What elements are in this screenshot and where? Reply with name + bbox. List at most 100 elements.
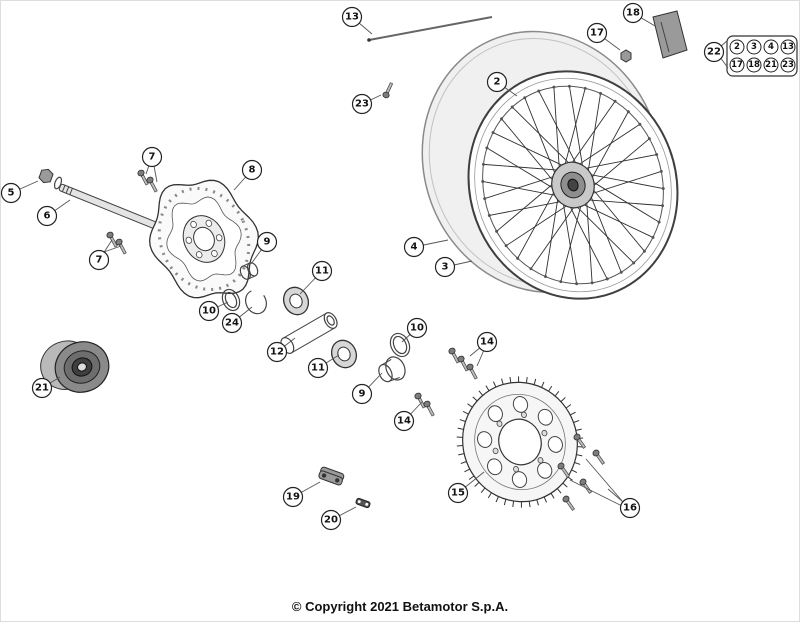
callout-label: 6 [44, 211, 51, 222]
legend-item-label: 18 [748, 60, 760, 70]
callout-label: 14 [397, 416, 411, 427]
callout-label: 10 [202, 306, 216, 317]
callout-label: 12 [270, 347, 284, 358]
callout-label: 7 [96, 255, 103, 266]
callout-label: 5 [8, 188, 15, 199]
callout-17[interactable]: 17 [586, 22, 621, 51]
callout-7[interactable]: 7 [141, 146, 163, 175]
callout-19[interactable]: 19 [282, 481, 321, 508]
callout-label: 7 [149, 152, 156, 163]
wheel-hub [40, 340, 110, 393]
callout-12[interactable]: 12 [266, 337, 296, 363]
callout-8[interactable]: 8 [233, 159, 263, 191]
callout-14[interactable]: 14 [469, 331, 498, 357]
bearing-right [330, 339, 358, 369]
sprocket-bolts-left [413, 391, 437, 418]
axle-washer [53, 176, 63, 190]
legend-item-21[interactable] [763, 57, 779, 73]
legend-item-13[interactable] [780, 39, 796, 55]
legend-item-18[interactable] [746, 57, 762, 73]
legend-item-label: 21 [765, 60, 777, 70]
leader-branches [103, 165, 624, 507]
legend-item-3[interactable] [746, 39, 762, 55]
chain-link [318, 466, 345, 486]
legend-item-label: 2 [734, 42, 740, 52]
axle-nut [38, 168, 54, 184]
callout-14[interactable]: 14 [393, 401, 423, 432]
brake-disc [148, 179, 260, 299]
callout-label: 2 [494, 77, 501, 88]
callout-21[interactable]: 21 [31, 376, 61, 399]
spacer-tube [280, 312, 338, 354]
callout-18[interactable]: 18 [622, 2, 656, 27]
rim-lock [652, 10, 688, 59]
valve-screw [381, 81, 395, 100]
callout-label: 11 [311, 363, 325, 374]
rear-wheel [421, 30, 679, 300]
callout-label: 19 [286, 492, 300, 503]
legend-item-label: 3 [751, 42, 757, 52]
legend-item-label: 17 [731, 60, 743, 70]
callout-label: 11 [315, 266, 329, 277]
callout-label: 18 [626, 8, 640, 19]
callout-label: 4 [411, 242, 418, 253]
callout-label: 15 [451, 488, 465, 499]
callout-22[interactable]: 22 [703, 41, 725, 63]
callout-20[interactable]: 20 [320, 506, 357, 531]
legend-item-4[interactable] [763, 39, 779, 55]
bearing-left [282, 286, 310, 316]
callout-4[interactable]: 4 [403, 236, 449, 258]
callout-label: 21 [35, 383, 49, 394]
legend-item-label: 13 [782, 42, 794, 52]
legend-item-label: 23 [782, 60, 794, 70]
copyright-text: © Copyright 2021 Betamotor S.p.A. [291, 599, 509, 614]
callout-label: 9 [264, 237, 271, 248]
master-link-clip [355, 497, 371, 509]
callout-3[interactable]: 3 [434, 256, 473, 278]
rim-and-spokes [467, 70, 679, 300]
callout-label: 20 [324, 515, 338, 526]
callout-label: 10 [410, 323, 424, 334]
callout-label: 22 [707, 47, 721, 58]
legend-item-2[interactable] [729, 39, 745, 55]
callout-7[interactable]: 7 [88, 239, 113, 271]
circlip [245, 289, 267, 315]
rim-lock-nut [620, 49, 632, 63]
callout-label: 3 [442, 262, 449, 273]
callout-label: 17 [590, 28, 604, 39]
callout-10[interactable]: 10 [401, 317, 428, 343]
spoke-rod [367, 16, 493, 42]
callout-16[interactable]: 16 [607, 488, 641, 519]
callout-label: 8 [249, 165, 256, 176]
disc-bolts-lower [105, 230, 129, 256]
seal-right [389, 332, 411, 358]
callout-label: 14 [480, 337, 494, 348]
callout-5[interactable]: 5 [0, 180, 39, 204]
rear-sprocket [456, 376, 584, 508]
spacer-front [239, 262, 259, 280]
legend-item-23[interactable] [780, 57, 796, 73]
callout-11[interactable]: 11 [307, 354, 340, 379]
seal-left [221, 288, 241, 312]
callout-11[interactable]: 11 [299, 260, 333, 295]
spacer-rear [378, 356, 406, 383]
callout-label: 9 [359, 389, 366, 400]
callout-13[interactable]: 13 [341, 6, 373, 35]
callout-2[interactable]: 2 [486, 71, 518, 97]
callout-10[interactable]: 10 [198, 300, 229, 322]
callout-23[interactable]: 23 [351, 93, 382, 115]
callout-15[interactable]: 15 [447, 471, 485, 504]
callout-label: 23 [355, 99, 369, 110]
callout-label: 13 [345, 12, 359, 23]
callout-9[interactable]: 9 [351, 372, 383, 405]
callout-6[interactable]: 6 [36, 199, 71, 227]
callout-24[interactable]: 24 [221, 306, 253, 334]
wheel-spokes [481, 84, 665, 286]
callout-9[interactable]: 9 [250, 231, 278, 265]
legend-item-17[interactable] [729, 57, 745, 73]
